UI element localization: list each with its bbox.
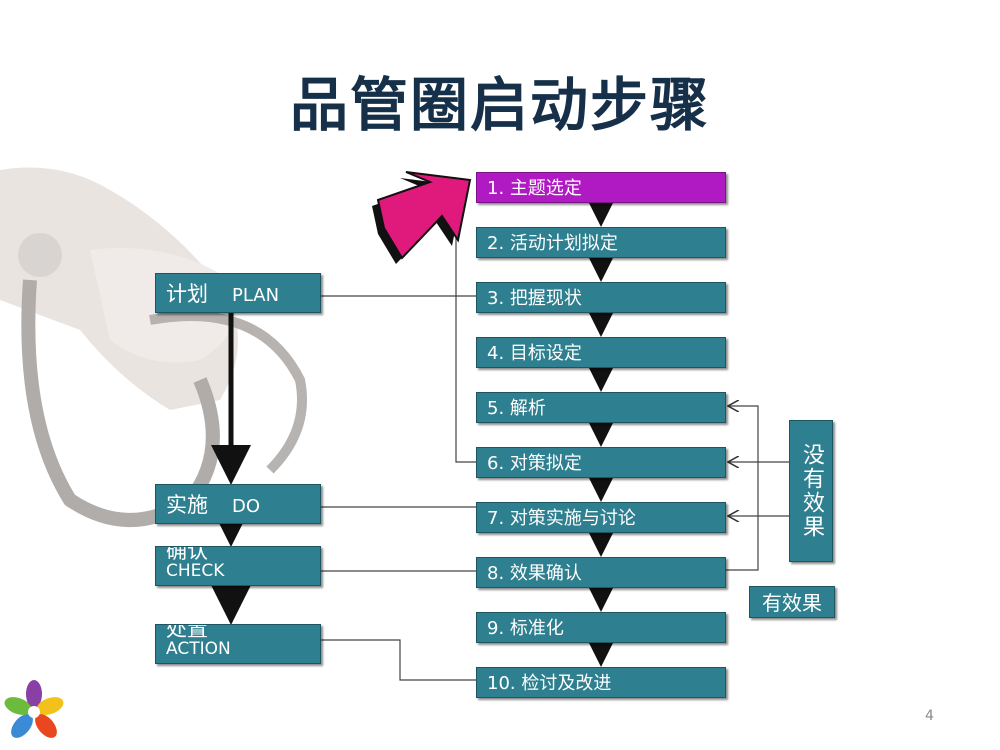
step-3-current-status: 3. 把握现状 <box>476 282 726 313</box>
feedback-loop <box>726 406 789 571</box>
phase-action-en: ACTION <box>166 639 231 659</box>
phase-plan-box: 计划 PLAN <box>155 273 321 313</box>
page-number: 4 <box>925 708 934 724</box>
phase-connectors <box>321 188 476 681</box>
step-10-review-improvement: 10. 检讨及改进 <box>476 667 726 698</box>
effective-label: 有效果 <box>749 586 835 618</box>
step-4-goal-setting: 4. 目标设定 <box>476 337 726 368</box>
phase-do-cn: 实施 <box>166 493 208 517</box>
not-effective-label: 没有效果 <box>789 420 833 562</box>
flower-logo-icon <box>4 680 64 738</box>
phase-action-cn: 处置 <box>166 624 208 641</box>
step-7-countermeasure-implementation: 7. 对策实施与讨论 <box>476 502 726 533</box>
step-2-activity-plan: 2. 活动计划拟定 <box>476 227 726 258</box>
step-6-countermeasure-plan: 6. 对策拟定 <box>476 447 726 478</box>
plan-range-bracket <box>455 188 476 463</box>
step-1-topic-selection: 1. 主题选定 <box>476 172 726 203</box>
phase-check-cn: 确认 <box>166 546 208 563</box>
pointer-arrow-icon <box>372 171 472 264</box>
feedback-to-step5 <box>726 406 759 571</box>
step-5-analysis: 5. 解析 <box>476 392 726 423</box>
step-9-standardization: 9. 标准化 <box>476 612 726 643</box>
phase-plan-cn: 计划 <box>166 282 208 306</box>
step-8-effect-confirmation: 8. 效果确认 <box>476 557 726 588</box>
phase-check-en: CHECK <box>166 561 225 581</box>
phase-do-box: 实施 DO <box>155 484 321 524</box>
phase-plan-en: PLAN <box>232 285 280 306</box>
action-connector <box>321 639 476 681</box>
phase-do-en: DO <box>232 496 261 517</box>
slide-title: 品管圈启动步骤 <box>289 71 710 139</box>
